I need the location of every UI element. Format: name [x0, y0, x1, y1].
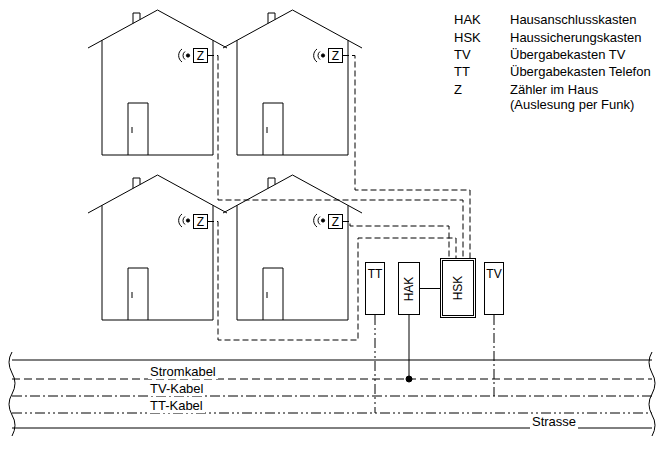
connector	[420, 288, 440, 289]
radio-wave	[183, 217, 185, 225]
radio-wave	[179, 214, 182, 227]
box-label: Z	[197, 215, 204, 229]
roof	[223, 10, 362, 48]
radio-wave	[179, 49, 182, 62]
door	[263, 268, 283, 320]
house	[88, 175, 227, 320]
roof	[88, 175, 227, 213]
radio-dot	[186, 219, 189, 222]
door-handle	[267, 292, 268, 298]
meter-box: Z	[193, 214, 208, 229]
connector	[343, 222, 449, 259]
radio-wave	[318, 52, 320, 60]
junction-dot	[406, 376, 412, 382]
wall	[237, 205, 348, 320]
door	[128, 103, 148, 155]
connector	[208, 222, 456, 341]
box-label: TT	[368, 267, 383, 281]
tv-cable	[12, 396, 652, 397]
street-edge	[12, 360, 652, 361]
transfer-box: TV	[484, 262, 504, 315]
legend-text: Übergabekasten Telefon	[510, 64, 651, 79]
box-label: TV	[486, 267, 501, 281]
cable-name: TT-Kabel	[148, 398, 205, 413]
street-name: Strasse	[530, 414, 578, 429]
wall	[102, 40, 213, 155]
radio-wave	[183, 52, 185, 60]
connection-box: HAK	[398, 262, 420, 315]
door-handle	[267, 127, 268, 133]
chimney	[268, 178, 275, 188]
radio-wave	[314, 214, 317, 227]
abbreviation: HSK	[454, 30, 481, 45]
door-handle	[132, 292, 133, 298]
radio-wave	[314, 49, 317, 62]
phone-drop	[375, 315, 376, 413]
radio-dot	[186, 54, 189, 57]
legend-text: Haussicherungskasten	[510, 30, 642, 45]
door-handle	[132, 127, 133, 133]
transfer-box: TT	[365, 262, 385, 315]
radio-dot	[321, 54, 324, 57]
power-drop	[409, 315, 410, 379]
box-label: Z	[197, 49, 204, 63]
chimney	[268, 13, 275, 23]
cable-name: Stromkabel	[148, 364, 218, 379]
legend-text: Übergabekasten TV	[510, 47, 625, 62]
wall	[102, 205, 213, 320]
legend-text: Zähler im Haus (Auslesung per Funk)	[510, 82, 655, 112]
roof	[88, 10, 227, 48]
box-label: Z	[332, 215, 339, 229]
connector	[343, 56, 470, 259]
house	[223, 175, 362, 320]
abbreviation: HAK	[454, 12, 481, 27]
box-label: HSK	[451, 276, 465, 301]
wall	[237, 40, 348, 155]
meter-box: Z	[193, 48, 208, 63]
legend-text: Hausanschlusskasten	[510, 12, 636, 27]
chimney	[133, 13, 140, 23]
roof	[223, 175, 362, 213]
radio-dot	[321, 219, 324, 222]
chimney	[133, 178, 140, 188]
fuse-box: HSK	[440, 258, 476, 318]
cable-name: TV-Kabel	[148, 381, 205, 396]
radio-wave	[318, 217, 320, 225]
door	[128, 268, 148, 320]
box-label: HAK	[402, 276, 416, 301]
power-cable	[12, 379, 652, 380]
connector	[208, 56, 463, 259]
house	[223, 10, 362, 155]
house	[88, 10, 227, 155]
meter-box: Z	[328, 48, 343, 63]
abbreviation: TT	[454, 64, 470, 79]
break-mark	[9, 352, 15, 436]
abbreviation: TV	[454, 47, 471, 62]
break-mark	[649, 352, 655, 436]
door	[263, 103, 283, 155]
tv-drop	[494, 315, 495, 396]
abbreviation: Z	[454, 82, 462, 97]
box-label: Z	[332, 49, 339, 63]
meter-box: Z	[328, 214, 343, 229]
